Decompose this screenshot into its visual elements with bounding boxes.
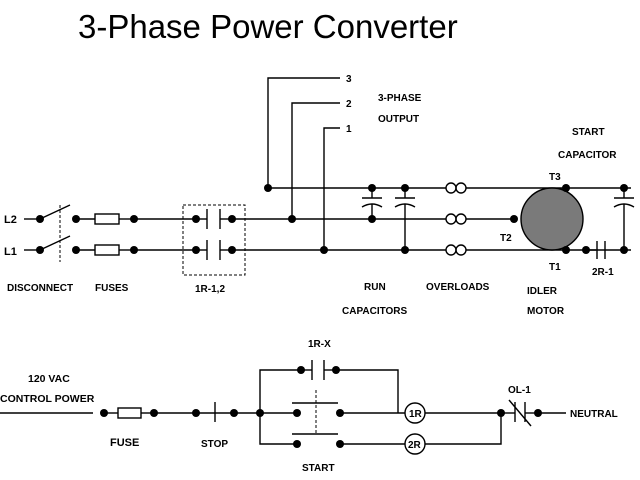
run-capacitors-label-line1: RUN [364, 282, 386, 293]
idler-motor: T3 T2 T1 IDLER MOTOR [500, 172, 584, 317]
holding-contact-label: 1R-X [308, 339, 331, 350]
coil-1r-label: 1R [409, 409, 423, 420]
relay-contacts-label: 1R-1,2 [195, 284, 225, 295]
start-capacitor-label-line1: START [572, 127, 605, 138]
line-label-l1: L1 [4, 246, 17, 258]
control-fuse [117, 407, 142, 419]
control-supply-label-line1: 120 VAC [28, 373, 70, 385]
line-label-l2: L2 [4, 214, 17, 226]
stop-label: STOP [201, 439, 228, 450]
coil-2r-label: 2R [408, 440, 422, 451]
disconnect-switch [24, 204, 80, 262]
relay-contacts-1r [182, 204, 246, 276]
overload-contact-label: OL-1 [508, 385, 531, 396]
idler-motor-body [520, 187, 584, 251]
terminal-t2: T2 [500, 233, 512, 244]
control-fuse-label: FUSE [110, 437, 139, 449]
run-capacitors: RUN CAPACITORS [342, 184, 416, 317]
terminal-t1: T1 [549, 262, 561, 273]
contact-2r1-label: 2R-1 [592, 267, 614, 278]
power-circuit: L2 L1 [4, 74, 635, 317]
idler-motor-label-line2: MOTOR [527, 306, 565, 317]
idler-motor-label-line1: IDLER [527, 286, 558, 297]
overloads: OVERLOADS [426, 182, 490, 293]
start-label: START [302, 463, 335, 474]
output-terminal-2: 2 [346, 99, 352, 110]
terminal-t3: T3 [549, 172, 561, 183]
control-circuit: 120 VAC CONTROL POWER FUSE STOP 1R-X [0, 339, 618, 474]
start-capacitor-label-line2: CAPACITOR [558, 150, 617, 161]
output-terminal-3: 3 [346, 74, 352, 85]
neutral-label: NEUTRAL [570, 409, 618, 420]
diagram-title: 3-Phase Power Converter [78, 8, 458, 45]
output-taps: 3 2 1 3-PHASE OUTPUT [264, 74, 422, 254]
output-label-line1: 3-PHASE [378, 93, 422, 104]
start-capacitor: START CAPACITOR 2R-1 [558, 127, 635, 278]
control-supply-label-line2: CONTROL POWER [0, 393, 95, 405]
fuses [76, 213, 138, 256]
disconnect-label: DISCONNECT [7, 283, 73, 294]
fuses-label: FUSES [95, 283, 129, 294]
output-terminal-1: 1 [346, 124, 352, 135]
output-label-line2: OUTPUT [378, 114, 419, 125]
overload-contact [508, 399, 532, 427]
overloads-label: OVERLOADS [426, 282, 490, 293]
run-capacitors-label-line2: CAPACITORS [342, 306, 408, 317]
